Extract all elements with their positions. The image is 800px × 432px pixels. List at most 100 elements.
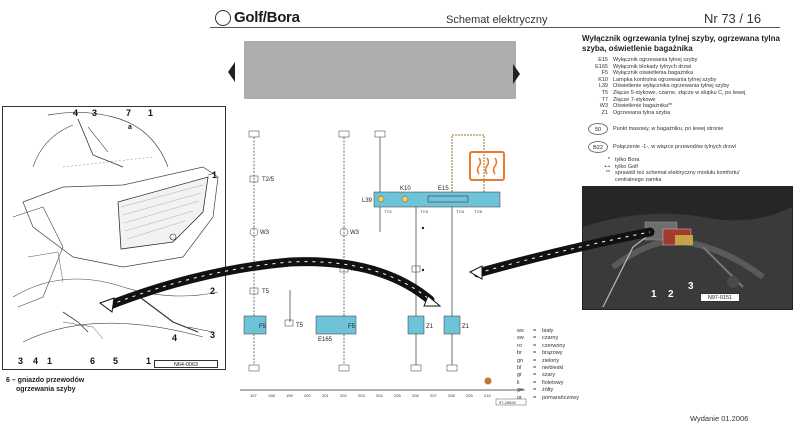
callout-number: 4 (172, 333, 178, 343)
svg-text:198: 198 (268, 393, 275, 398)
svg-text:T7/1: T7/1 (384, 209, 393, 214)
svg-text:Z1: Z1 (426, 324, 434, 330)
svg-text:208: 208 (448, 393, 455, 398)
color-item: or=pomarańczowy (517, 394, 579, 401)
connection-point-text: Połączenie -1-, w wiązce przewodów tylny… (613, 144, 736, 150)
callout-letter: a (128, 124, 132, 131)
svg-text:T7/3: T7/3 (420, 209, 429, 214)
heater-z1-right-box (443, 315, 461, 335)
ground-point-icon (484, 377, 492, 385)
brand-name: Golf/Bora (234, 9, 300, 26)
next-page-arrow-icon[interactable] (513, 64, 520, 84)
ground-point-text: Punkt masowy, w bagażniku, po lewej stro… (613, 126, 724, 132)
caption-line: 6 – gniazdo przewodów (6, 377, 85, 384)
svg-text:197: 197 (250, 393, 257, 398)
note-item: centralnego zamka (615, 176, 662, 183)
svg-text:W3: W3 (260, 230, 270, 236)
photo-callout: 3 (688, 281, 694, 292)
svg-text:210: 210 (484, 393, 491, 398)
callout-number: 7 (126, 108, 132, 118)
callout-number: 3 (92, 108, 98, 118)
svg-text:T5: T5 (296, 323, 304, 329)
callout-number: 3 (18, 356, 24, 366)
svg-text:205: 205 (394, 393, 401, 398)
note-item: •-•tylko Golf (604, 163, 638, 170)
svg-text:199: 199 (286, 393, 293, 398)
heater-z1-left-box (407, 315, 425, 335)
color-item: sw=czarny (517, 335, 559, 342)
svg-text:T5: T5 (262, 289, 270, 295)
edition-footer: Wydanie 01.2006 (690, 414, 749, 423)
page-number: Nr 73 / 16 (704, 11, 762, 26)
cable-right (473, 227, 655, 278)
dotted-harness-line (451, 134, 485, 192)
callout-number: 4 (33, 356, 39, 366)
diagram-ref-code: 97-29692 (499, 400, 517, 405)
photo-code: N97-0151 (700, 293, 740, 302)
svg-text:L39: L39 (362, 198, 373, 204)
svg-text:201: 201 (322, 393, 329, 398)
w3-lamp-icon (339, 227, 349, 237)
wire-color-legend: ws=biały sw=czarny ro=czerwony br=brązow… (517, 328, 579, 402)
document-title: Schemat elektryczny (446, 14, 548, 26)
color-item: gn=zielony (517, 357, 560, 364)
photo-callout: 1 (651, 289, 657, 300)
svg-text:T7/5: T7/5 (474, 209, 483, 214)
svg-text:204: 204 (376, 393, 383, 398)
callout-number: 5 (113, 356, 119, 366)
color-item: gr=szary (517, 372, 556, 379)
illustration-code: N64-0063 (154, 360, 218, 368)
svg-text:206: 206 (412, 393, 419, 398)
callout-number: 2 (210, 286, 216, 296)
caption-socket: 6 – gniazdo przewodów ogrzewania szyby (6, 376, 206, 394)
svg-text:202: 202 (340, 393, 347, 398)
cable-left (105, 257, 435, 310)
callout-number: 1 (47, 356, 53, 366)
callout-number: 1 (148, 108, 154, 118)
legend-notes: *tylko Bora •-•tylko Golf **sprawdź też … (588, 157, 740, 183)
legend-title: Wyłącznik ogrzewania tylnej szyby, ogrze… (582, 34, 780, 53)
svg-text:E15: E15 (438, 186, 449, 192)
svg-text:F5: F5 (259, 324, 267, 330)
track-numbers: 197 198 199 200 201 202 203 204 205 206 … (250, 393, 491, 398)
color-item: ws=biały (517, 328, 554, 334)
color-item: li=fioletowy (517, 379, 564, 386)
connection-point-badge: B22 (588, 141, 608, 153)
svg-text:T7/4: T7/4 (456, 209, 465, 214)
ground-point-badge: 50 (588, 123, 608, 135)
svg-text:K10: K10 (400, 186, 411, 192)
l39-lamp-icon (377, 195, 385, 203)
svg-text:W3: W3 (350, 230, 360, 236)
color-item: br=brązowy (517, 350, 563, 357)
k10-lamp-icon (401, 195, 409, 203)
header-divider (210, 27, 780, 28)
svg-text:Z1: Z1 (462, 324, 470, 330)
car-sketch (12, 112, 219, 343)
color-item: ro=czerwony (517, 342, 566, 349)
svg-text:207: 207 (430, 393, 437, 398)
color-item: bl=niebieski (517, 365, 564, 372)
rear-heater-icon (469, 151, 505, 181)
svg-text:T2/5: T2/5 (262, 177, 275, 183)
callout-number: 3 (210, 330, 216, 340)
rear-window-illustration (2, 106, 226, 370)
svg-text:F5: F5 (348, 324, 356, 330)
callout-number: 4 (73, 108, 79, 118)
vw-logo-icon (215, 10, 231, 26)
callout-number: 1 (146, 356, 152, 366)
svg-text:209: 209 (466, 393, 473, 398)
callout-number: 1 (212, 170, 218, 180)
color-item: ge=żółty (517, 387, 554, 394)
previous-page-arrow-icon[interactable] (228, 62, 235, 82)
note-item: *tylko Bora (607, 157, 640, 163)
svg-text:200: 200 (304, 393, 311, 398)
note-item: **sprawdź też schemat elektryczny modułu… (605, 170, 740, 177)
